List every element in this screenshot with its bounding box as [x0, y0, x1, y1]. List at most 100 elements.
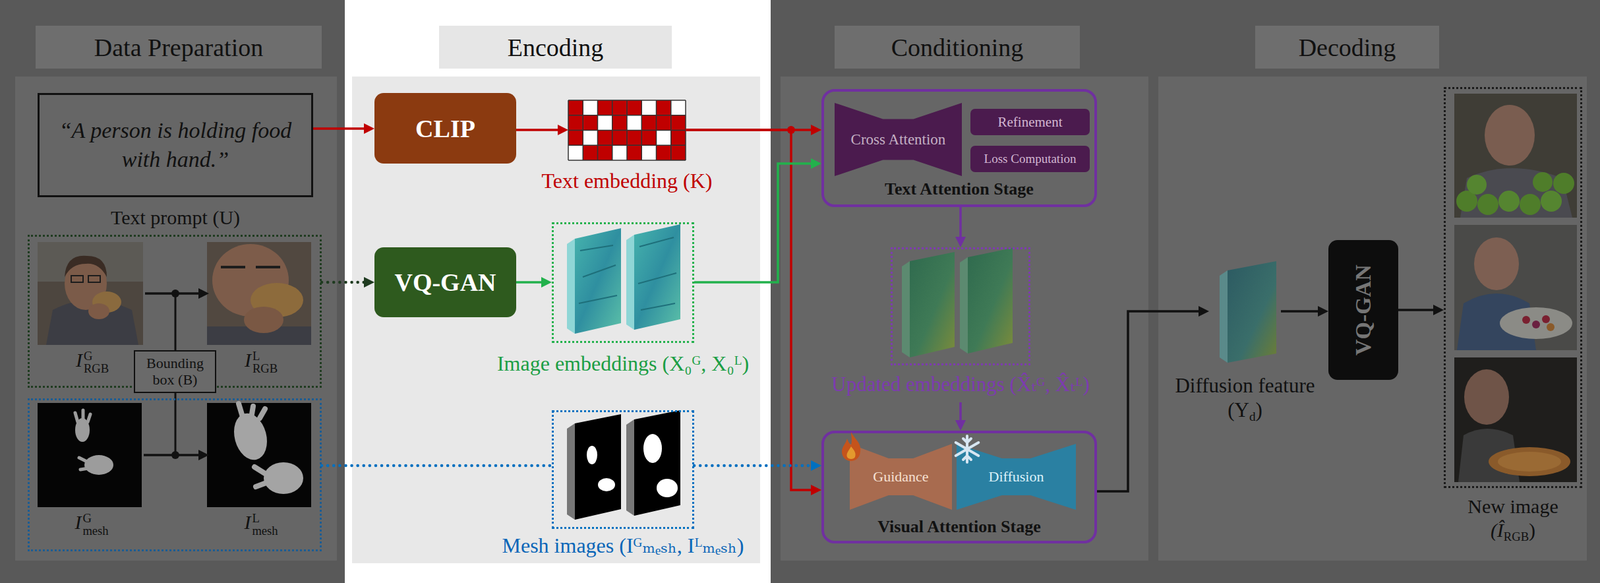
math-scripts: LRGB: [252, 349, 278, 376]
label-text: Refinement: [998, 114, 1063, 131]
connector: [313, 123, 375, 134]
mesh-slabs: [656, 478, 678, 498]
label-text: Diffusion: [988, 468, 1045, 486]
output-photo: [1454, 357, 1577, 482]
text-area: Loss Computation: [970, 145, 1090, 173]
embedding-grid: [568, 145, 583, 161]
mesh-image: IGmesh: [39, 404, 144, 537]
connector-line: [959, 207, 962, 240]
diffusion-slab: [1219, 270, 1228, 363]
rgb-photo: [37, 241, 144, 345]
rgb-photo: [64, 255, 107, 277]
embedding-grid: [641, 145, 656, 161]
label-text: Cross Attention: [851, 131, 947, 149]
output-photo: [1519, 193, 1541, 215]
outer-label: Updated embeddings (X̂ₜᴳ, X̂ₜᴸ): [831, 371, 1090, 397]
arrow-head: [198, 449, 209, 461]
text-row: “A person is holding food with hand.”: [48, 116, 302, 175]
updated-slabs: [967, 247, 1013, 354]
text-row: Diffusion: [961, 468, 1071, 486]
text-row: Conditioning: [839, 32, 1075, 62]
output-photo: [1532, 172, 1553, 192]
snowflake-lines: [955, 435, 979, 463]
text-row: (ÎRGB): [1467, 518, 1558, 544]
mesh-slabs: [566, 410, 681, 520]
label-text: I: [74, 510, 82, 534]
arrow-head: [810, 484, 822, 496]
output-photo: [1488, 446, 1571, 476]
output-photo: [1474, 237, 1519, 291]
encoder-box: CLIP: [374, 92, 517, 164]
dotted-frame: [39, 243, 146, 347]
output-photo: [1454, 93, 1577, 218]
outer-label: Text prompt (U): [110, 205, 240, 230]
label-text: Guidance: [872, 468, 929, 486]
label-text: I: [75, 348, 83, 372]
arrow-head: [810, 460, 822, 471]
text-embedding: Text embedding (K): [568, 100, 686, 194]
embedding-slabs: [634, 224, 681, 330]
connector-line: [313, 127, 367, 130]
connector-line: [143, 453, 202, 457]
label-text: Text prompt (U): [110, 205, 240, 230]
embedding-slabs: [574, 228, 622, 334]
dotted-frame: [39, 404, 144, 509]
connector-line: [1398, 308, 1436, 312]
outer-label: ILmesh: [243, 510, 278, 538]
label-text: RGB: [252, 361, 278, 376]
text-row: Bounding box (B): [137, 355, 213, 387]
dotted-frame: [890, 247, 1031, 366]
embedding-grid: [626, 115, 642, 131]
text-row: Refinement: [971, 114, 1089, 131]
output-photo: [1498, 190, 1520, 212]
connector-line: [694, 464, 814, 468]
hand-mesh-crop: [229, 409, 273, 464]
label-text: Conditioning: [891, 32, 1024, 62]
block-shape: [849, 443, 952, 510]
label-text: Loss Computation: [984, 151, 1077, 167]
connector-line: [959, 402, 962, 423]
section-panels: [1158, 76, 1587, 561]
math-scripts: Gmesh: [82, 511, 109, 538]
connector: [1280, 305, 1329, 317]
text-prompt-box: “A person is holding food with hand.”Tex…: [37, 92, 314, 198]
diffusion-slab: [1219, 261, 1277, 363]
text-row: CLIP: [379, 114, 511, 144]
image-embeddings: Image embeddings (X₀ᴳ, X₀ᴸ): [551, 222, 695, 378]
label-text: New image: [1467, 494, 1558, 519]
outer-label: Mesh images (Iᴳₘₑₛₕ, Iᴸₘₑₛₕ): [502, 532, 745, 558]
text-row: VQ-GAN: [1350, 243, 1376, 376]
label-text: VQ-GAN: [394, 267, 496, 297]
section-header: Data Preparation: [35, 25, 322, 69]
output-photo: [1454, 357, 1577, 482]
connector: [516, 124, 569, 136]
outer-label: Text embedding (K): [541, 168, 712, 194]
rgb-photo: [37, 241, 144, 345]
outer-label: IGRGB: [75, 348, 109, 376]
text-row: Guidance: [855, 468, 947, 486]
embedding-slabs: [578, 245, 618, 304]
output-photo: [1553, 172, 1575, 194]
outer-label: IGmesh: [74, 510, 109, 538]
guidance-block: Guidance: [849, 443, 952, 510]
cross-attention-block: Cross Attention: [834, 102, 962, 177]
text-area: Diffusion: [956, 443, 1076, 510]
rgb-photo-crop: [220, 265, 281, 269]
flame-icon: [837, 430, 867, 463]
mesh-slabs: [566, 423, 575, 520]
rgb-photo: [71, 275, 84, 283]
connector: [1398, 304, 1444, 316]
text-row: Text prompt (U): [110, 205, 240, 230]
mesh-image: ILmesh: [208, 404, 314, 537]
diffusion-feature: Diffusion feature(Yd): [1209, 257, 1281, 425]
math-scripts: GRGB: [83, 349, 109, 376]
output-photo: [1522, 315, 1531, 324]
text-area: VQ-GAN: [1328, 239, 1399, 380]
text-area: “A person is holding food with hand.”: [39, 94, 312, 196]
text-area: Data Preparation: [35, 25, 322, 69]
text-row: Mesh images (Iᴳₘₑₛₕ, Iᴸₘₑₛₕ): [502, 532, 745, 558]
connector: [516, 276, 552, 288]
text-row: Loss Computation: [971, 151, 1089, 167]
label-text: Decoding: [1298, 32, 1397, 62]
text-area: Cross Attention: [834, 102, 962, 177]
